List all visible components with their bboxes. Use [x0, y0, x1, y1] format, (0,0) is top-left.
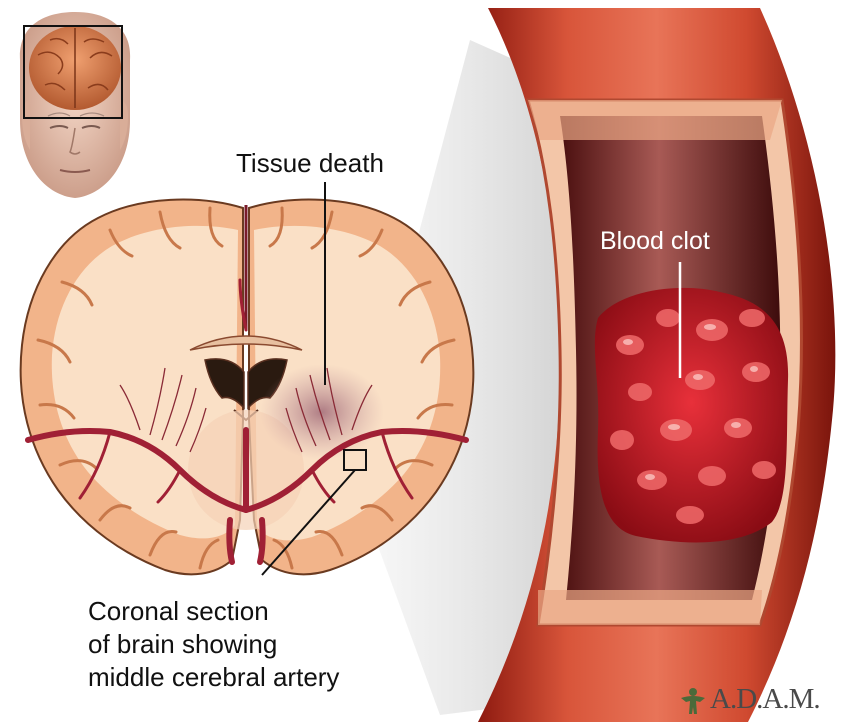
adam-logo: A.D.A.M. [678, 683, 820, 716]
caption-line-1: Coronal section [88, 595, 339, 628]
infarct-area [260, 364, 384, 460]
tissue-death-label: Tissue death [236, 147, 384, 179]
head-thumbnail [20, 12, 130, 198]
adam-logo-text: A.D.A.M. [710, 683, 820, 716]
caption-line-3: middle cerebral artery [88, 661, 339, 694]
coronal-brain [21, 200, 474, 575]
blood-clot [595, 288, 788, 543]
caption: Coronal section of brain showing middle … [88, 595, 339, 694]
adam-figure-icon [678, 686, 708, 716]
blood-clot-label: Blood clot [600, 225, 710, 257]
caption-line-2: of brain showing [88, 628, 339, 661]
